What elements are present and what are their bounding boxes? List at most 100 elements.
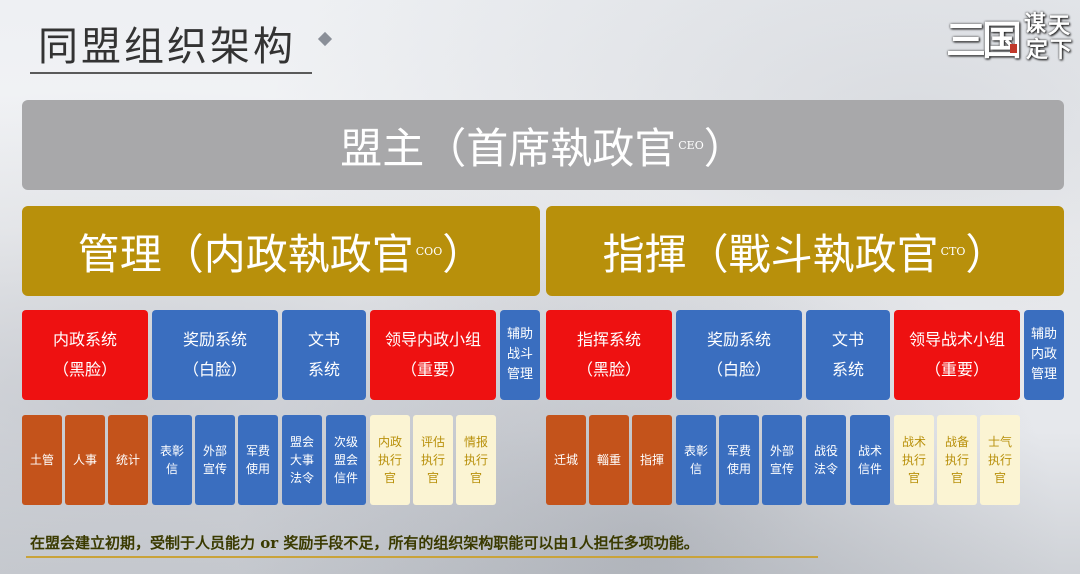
logo-char-4: 下 <box>1050 37 1073 63</box>
ceo-sub: CEO <box>678 138 704 152</box>
role-box: 战备执行官 <box>937 415 977 505</box>
coo-label: 管理（内政執政官 <box>77 229 414 279</box>
role-line: 法令 <box>289 471 314 485</box>
role-line: 官 <box>383 471 396 485</box>
left-system-domestic: 内政系统 （黑脸） <box>22 310 148 400</box>
role-box: 战术信件 <box>850 415 890 505</box>
system-line: （重要） <box>400 360 465 379</box>
role-line: 官 <box>426 471 439 485</box>
system-line: （白脸） <box>182 360 247 379</box>
role-line: 次级 <box>333 435 358 449</box>
role-line: 战役 <box>813 444 838 458</box>
role-box: 次级盟会信件 <box>326 415 366 505</box>
role-box: 表彰信 <box>152 415 192 505</box>
role-line: 信件 <box>857 462 882 476</box>
role-line: 情报 <box>463 435 488 449</box>
right-system-document: 文书 系统 <box>806 310 890 400</box>
cto-close: ） <box>965 229 1008 279</box>
role-line: 信 <box>689 462 702 476</box>
left-system-reward: 奖励系统 （白脸） <box>152 310 278 400</box>
cto-label: 指揮（戰斗執政官 <box>602 229 939 279</box>
role-line: 表彰 <box>683 444 708 458</box>
role-line: 评估 <box>420 435 445 449</box>
role-line: 官 <box>950 471 963 485</box>
role-line: 迁城 <box>553 453 578 467</box>
left-system-lead-group: 领导内政小组 （重要） <box>370 310 496 400</box>
system-line: （重要） <box>924 360 989 379</box>
title-underline <box>30 72 312 74</box>
role-box: 外部宣传 <box>195 415 235 505</box>
system-line: 文书 <box>307 330 340 349</box>
system-line: 辅助 <box>1030 327 1057 342</box>
role-box: 外部宣传 <box>762 415 802 505</box>
role-box: 统计 <box>108 415 148 505</box>
role-box: 士气执行官 <box>980 415 1020 505</box>
system-line: 文书 <box>831 330 864 349</box>
system-line: （黑脸） <box>576 360 641 379</box>
role-box: 輜重 <box>589 415 629 505</box>
role-box: 评估执行官 <box>413 415 453 505</box>
system-line: 领导战术小组 <box>908 330 1005 349</box>
role-line: 人事 <box>72 453 97 467</box>
role-line: 执行 <box>463 453 488 467</box>
system-line: 管理 <box>1030 367 1057 382</box>
coo-sub: COO <box>415 244 443 258</box>
system-line: （白脸） <box>706 360 771 379</box>
role-line: 外部 <box>769 444 794 458</box>
system-line: （黑脸） <box>52 360 117 379</box>
role-box: 内政执行官 <box>370 415 410 505</box>
role-line: 大事 <box>289 453 314 467</box>
page-title: 同盟组织架构 <box>38 24 296 70</box>
system-line: 辅助 <box>506 327 533 342</box>
logo-main-text: 三国 <box>946 17 1022 64</box>
role-line: 官 <box>469 471 482 485</box>
role-line: 指揮 <box>639 453 664 467</box>
role-line: 表彰 <box>159 444 184 458</box>
system-line: 领导内政小组 <box>384 330 481 349</box>
role-line: 执行 <box>901 453 926 467</box>
role-box: 盟会大事法令 <box>282 415 322 505</box>
role-line: 使用 <box>726 462 751 476</box>
role-line: 战术 <box>901 435 926 449</box>
role-line: 统计 <box>115 453 140 467</box>
role-line: 信件 <box>333 471 358 485</box>
left-system-document: 文书 系统 <box>282 310 366 400</box>
role-line: 执行 <box>420 453 445 467</box>
footnote-underline <box>26 556 818 558</box>
system-line: 奖励系统 <box>182 330 247 349</box>
role-line: 盟会 <box>289 435 314 449</box>
cto-sub: CTO <box>940 244 966 258</box>
system-line: 内政 <box>1030 347 1057 362</box>
role-box: 人事 <box>65 415 105 505</box>
role-box: 军费使用 <box>719 415 759 505</box>
role-line: 法令 <box>813 462 838 476</box>
role-box: 战术执行官 <box>894 415 934 505</box>
footnote: 在盟会建立初期，受制于人员能力 or 奖励手段不足，所有的组织架构职能可以由1人… <box>30 534 699 552</box>
system-line: 战斗 <box>506 347 533 362</box>
right-system-reward: 奖励系统 （白脸） <box>676 310 802 400</box>
role-box: 指揮 <box>632 415 672 505</box>
right-system-lead-group: 领导战术小组 （重要） <box>894 310 1020 400</box>
role-box: 战役法令 <box>806 415 846 505</box>
system-line: 系统 <box>307 360 340 379</box>
role-line: 輜重 <box>596 453 621 467</box>
role-line: 官 <box>907 471 920 485</box>
role-box: 情报执行官 <box>456 415 496 505</box>
role-line: 军费 <box>245 444 270 458</box>
role-line: 执行 <box>987 453 1012 467</box>
role-line: 宣传 <box>202 462 227 476</box>
right-system-command: 指挥系统 （黑脸） <box>546 310 672 400</box>
role-line: 信 <box>165 462 178 476</box>
role-line: 士气 <box>987 435 1012 449</box>
role-line: 土管 <box>29 453 54 467</box>
role-line: 战备 <box>944 435 969 449</box>
role-box: 土管 <box>22 415 62 505</box>
logo-char-2: 天 <box>1048 13 1071 39</box>
system-line: 管理 <box>506 367 533 382</box>
left-system-assist: 辅助 战斗 管理 <box>500 310 540 400</box>
role-line: 战术 <box>857 444 882 458</box>
right-system-assist: 辅助 内政 管理 <box>1024 310 1064 400</box>
